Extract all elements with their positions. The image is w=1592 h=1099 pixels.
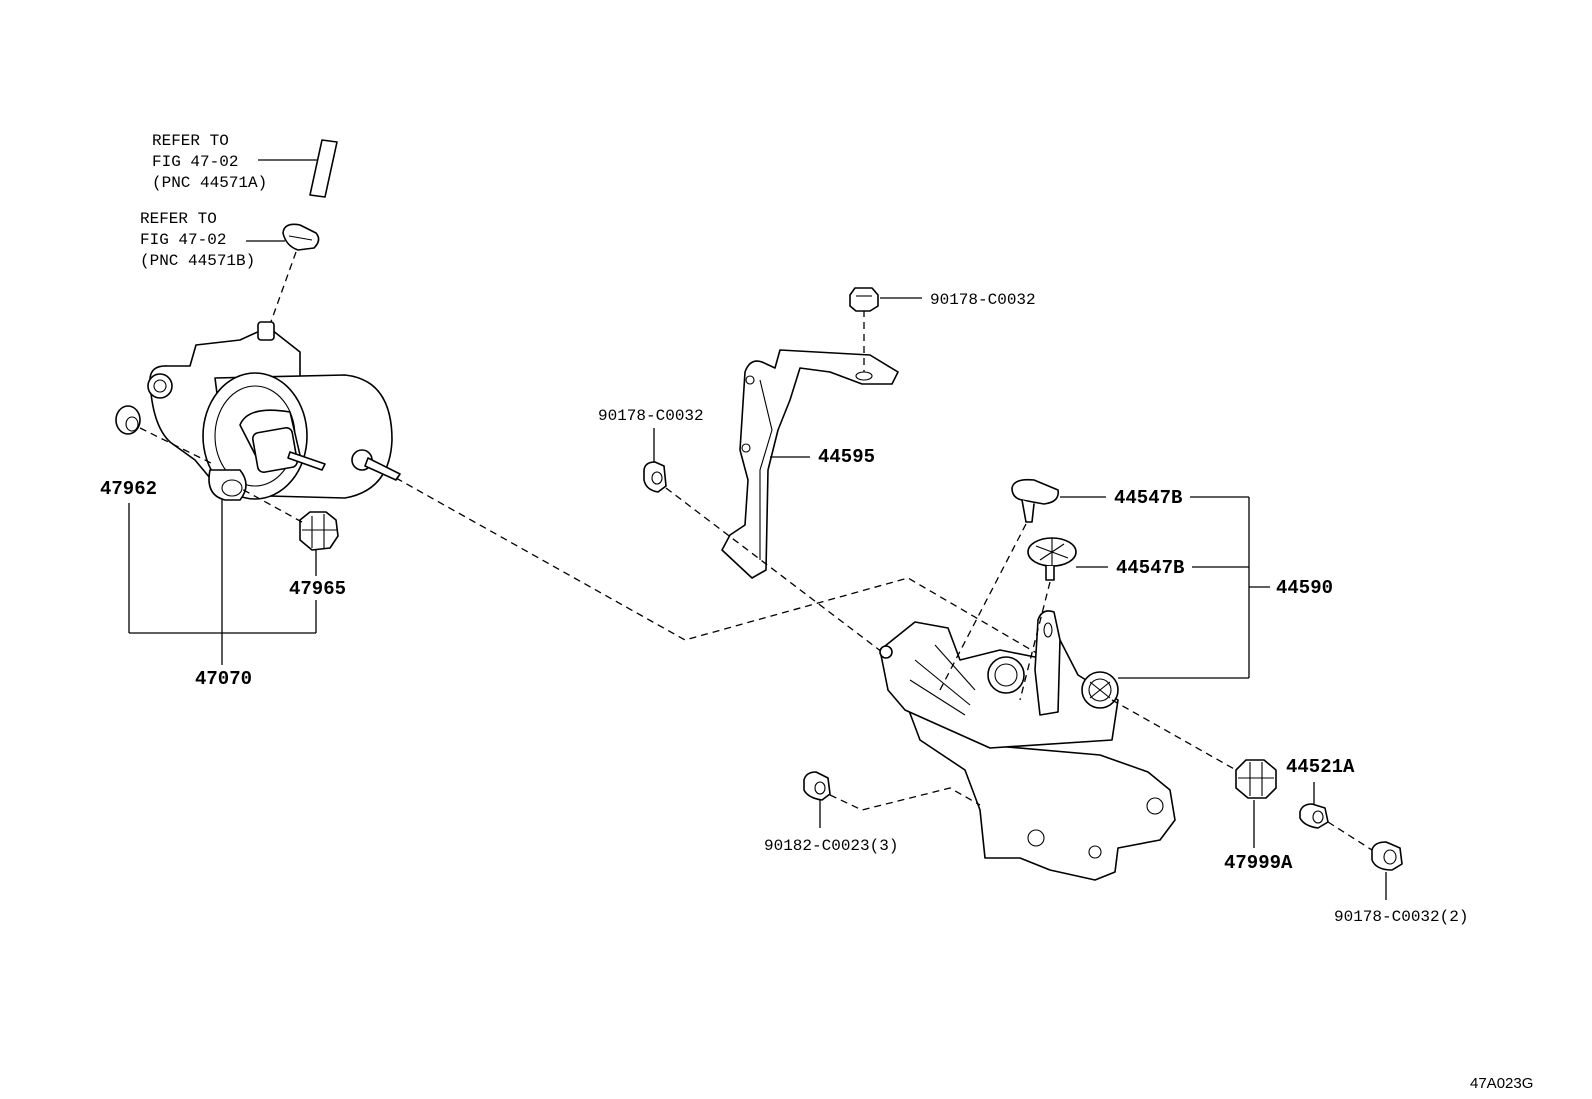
- leader-47070: [128, 500, 317, 665]
- bracket-44595: [721, 310, 899, 579]
- label-47965: 47965: [289, 578, 346, 600]
- clip-reference-b: [246, 223, 320, 331]
- actuator-to-bracket-line: [395, 477, 1041, 656]
- brake-actuator-assembly: [147, 321, 401, 501]
- reference-a-line1: REFER TO: [152, 132, 229, 150]
- reference-a-line3: (PNC 44571A): [152, 174, 267, 192]
- grommet-47999A: [1111, 699, 1277, 848]
- reference-b-line2: FIG 47-02: [140, 231, 226, 249]
- grommet-44547B-lower: [1019, 537, 1108, 701]
- label-44521A: 44521A: [1286, 756, 1355, 778]
- hose-reference-a: [258, 139, 338, 198]
- nut-90178-left: [643, 428, 883, 653]
- figure-code: 47A023G: [1470, 1075, 1533, 1092]
- label-90178-2: 90178-C0032(2): [1334, 908, 1468, 926]
- leader-44590: [1118, 496, 1270, 679]
- label-47962: 47962: [100, 478, 157, 500]
- label-44547B-2: 44547B: [1116, 557, 1184, 579]
- label-90178-top: 90178-C0032: [930, 291, 1036, 309]
- label-44547B-1: 44547B: [1114, 487, 1182, 509]
- label-47070: 47070: [195, 668, 252, 690]
- grommet-44547B-upper: [939, 478, 1106, 691]
- grommet-47965: [239, 487, 339, 576]
- reference-a-line2: FIG 47-02: [152, 153, 238, 171]
- label-44595: 44595: [818, 446, 875, 468]
- label-47999A: 47999A: [1224, 852, 1293, 874]
- label-44590: 44590: [1276, 577, 1333, 599]
- label-90182: 90182-C0023(3): [764, 837, 898, 855]
- mounting-bracket-44590: [879, 610, 1176, 881]
- bushing-47962: [115, 405, 216, 466]
- nut-90178-top: [849, 287, 922, 312]
- nut-90178-lower: [1371, 841, 1403, 900]
- reference-b-line3: (PNC 44571B): [140, 252, 255, 270]
- reference-b-line1: REFER TO: [140, 210, 217, 228]
- bolt-90182: [803, 771, 981, 828]
- collar-44521A: [1299, 782, 1373, 851]
- label-90178-left: 90178-C0032: [598, 407, 704, 425]
